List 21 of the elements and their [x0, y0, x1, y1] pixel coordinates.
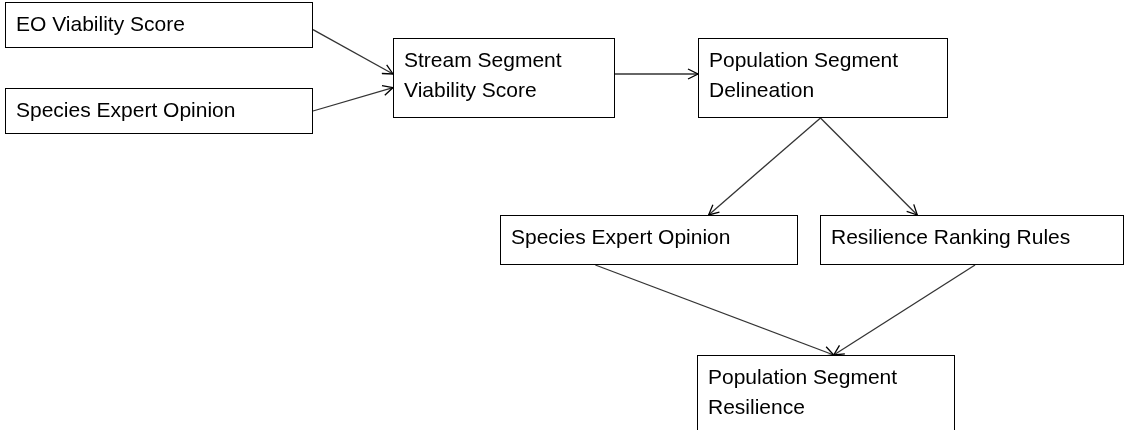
- process-box: [698, 38, 948, 118]
- arrow: [312, 84, 394, 112]
- box-label: Species Expert Opinion: [511, 224, 732, 250]
- box-label: Population Segment Resilience: [708, 364, 899, 420]
- arrow: [833, 264, 976, 356]
- box-label: Species Expert Opinion: [16, 97, 237, 123]
- box-label: Resilience Ranking Rules: [831, 224, 1072, 250]
- box-label: Stream Segment Viability Score: [404, 47, 563, 103]
- arrow: [707, 117, 822, 216]
- arrow: [819, 117, 918, 216]
- process-box: [697, 355, 955, 430]
- process-box: [5, 2, 313, 48]
- box-label: EO Viability Score: [16, 11, 186, 37]
- arrow: [614, 68, 699, 80]
- process-box: [820, 215, 1124, 265]
- process-box: [500, 215, 798, 265]
- process-box: [393, 38, 615, 118]
- process-box: [5, 88, 313, 134]
- arrow: [594, 264, 835, 357]
- arrow: [312, 28, 394, 75]
- box-label: Population Segment Delineation: [709, 47, 900, 103]
